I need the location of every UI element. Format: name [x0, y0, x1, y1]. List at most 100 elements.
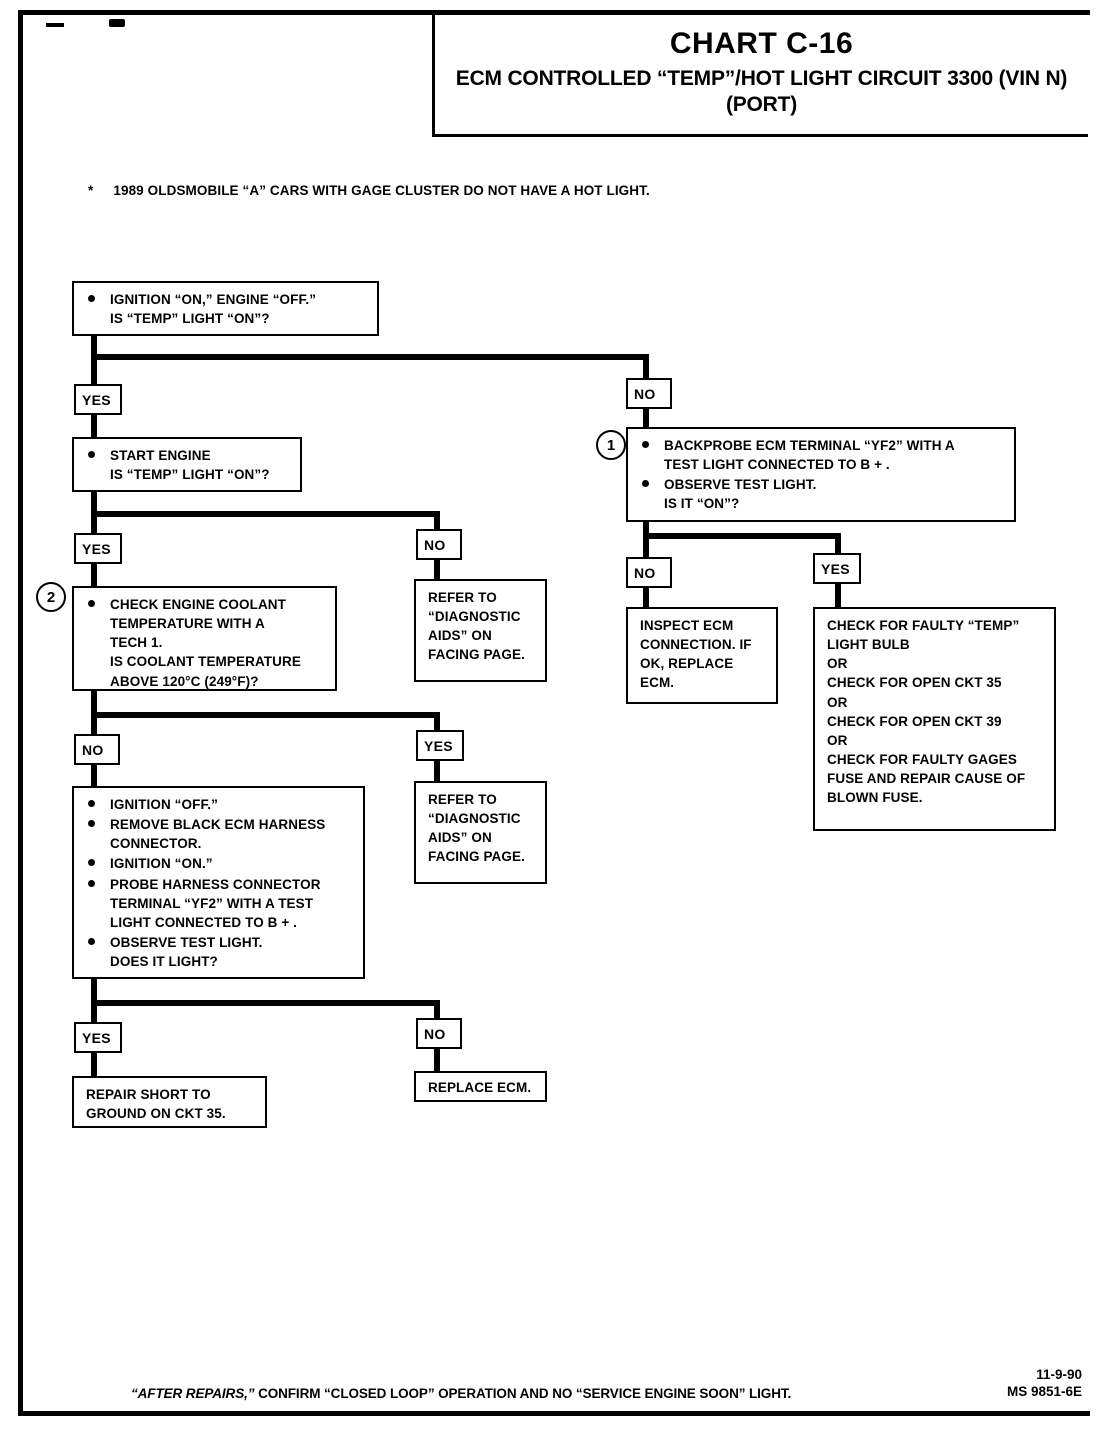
box-line: TEMPERATURE WITH A — [110, 616, 265, 632]
footnote-text: 1989 OLDSMOBILE “A” CARS WITH GAGE CLUST… — [113, 183, 650, 198]
branch-label-no: NO — [626, 557, 672, 588]
box-line: CONNECTION. IF — [640, 637, 752, 653]
box-remove-harness-probe-sequence: IGNITION “OFF.” REMOVE BLACK ECM HARNESS… — [72, 786, 365, 979]
box-line: IGNITION “ON.” — [110, 856, 213, 872]
box-line: CHECK FOR OPEN CKT 35 — [827, 675, 1002, 691]
reference-circle-1: 1 — [596, 430, 626, 460]
box-line: GROUND ON CKT 35. — [86, 1106, 226, 1122]
connector-v — [643, 408, 649, 430]
box-bullet: START ENGINE IS “TEMP” LIGHT “ON”? — [84, 446, 292, 484]
title-block: CHART C-16 ECM CONTROLLED “TEMP”/HOT LIG… — [432, 12, 1088, 137]
footer-note-prefix: “AFTER REPAIRS,” — [131, 1386, 255, 1401]
box-line: OR — [827, 656, 848, 672]
footer-after-repairs-note: “AFTER REPAIRS,” CONFIRM “CLOSED LOOP” O… — [131, 1386, 791, 1401]
box-line: OBSERVE TEST LIGHT. — [664, 477, 817, 493]
scan-artifact-dash — [46, 23, 64, 27]
connector-h — [643, 533, 841, 539]
connector-v — [91, 336, 97, 360]
box-line: IS “TEMP” LIGHT “ON”? — [110, 467, 270, 483]
box-line: ECM. — [640, 675, 675, 691]
reference-circle-2: 2 — [36, 582, 66, 612]
branch-label-text: NO — [424, 1025, 446, 1042]
footer-note-rest: CONFIRM “CLOSED LOOP” OPERATION AND NO “… — [254, 1386, 792, 1401]
connector-v — [434, 760, 440, 782]
chart-title-line-2: 3300 (VIN N) (PORT) — [725, 66, 1068, 116]
box-line: DOES IT LIGHT? — [110, 954, 218, 970]
box-line: IS IT “ON”? — [664, 496, 740, 512]
box-line: IS “TEMP” LIGHT “ON”? — [110, 311, 270, 327]
footnote: * 1989 OLDSMOBILE “A” CARS WITH GAGE CLUS… — [88, 183, 650, 198]
connector-h — [91, 712, 440, 718]
branch-label-text: NO — [634, 564, 656, 581]
box-line: CHECK FOR OPEN CKT 39 — [827, 713, 1002, 729]
box-line: TEST LIGHT CONNECTED TO B + . — [664, 457, 890, 473]
box-check-for-faulty-temp-light: CHECK FOR FAULTY “TEMP” LIGHT BULB OR CH… — [813, 607, 1056, 831]
bullet-icon — [88, 859, 95, 867]
branch-label-text: NO — [634, 385, 656, 402]
box-line: LIGHT BULB — [827, 637, 910, 653]
connector-v — [835, 533, 841, 558]
branch-label-no: NO — [416, 1018, 462, 1049]
branch-label-no: NO — [416, 529, 462, 560]
box-bullet: OBSERVE TEST LIGHT. IS IT “ON”? — [638, 475, 1006, 513]
box-bullet: REMOVE BLACK ECM HARNESS CONNECTOR. — [84, 815, 355, 853]
box-line: CHECK FOR FAULTY “TEMP” — [827, 618, 1020, 633]
box-ignition-on-engine-off: IGNITION “ON,” ENGINE “OFF.” IS “TEMP” L… — [72, 281, 379, 336]
box-line: IS COOLANT TEMPERATURE — [110, 654, 301, 670]
box-line: FUSE AND REPAIR CAUSE OF — [827, 771, 1026, 787]
bullet-icon — [642, 480, 649, 488]
box-repair-short-to-ground: REPAIR SHORT TO GROUND ON CKT 35. — [72, 1076, 267, 1128]
box-bullet: IGNITION “ON,” ENGINE “OFF.” IS “TEMP” L… — [84, 290, 369, 328]
branch-label-yes: YES — [416, 730, 464, 761]
connector-v — [643, 533, 649, 558]
branch-label-no: NO — [74, 734, 120, 765]
box-line: ABOVE 120°C (249°F)? — [110, 673, 259, 689]
connector-v — [91, 1000, 97, 1025]
box-start-engine: START ENGINE IS “TEMP” LIGHT “ON”? — [72, 437, 302, 492]
box-inspect-ecm-connection: INSPECT ECM CONNECTION. IF OK, REPLACE E… — [626, 607, 778, 704]
box-line: PROBE HARNESS CONNECTOR — [110, 876, 321, 892]
connector-v — [434, 712, 440, 737]
bullet-icon — [88, 879, 95, 887]
box-line: REFER TO — [428, 792, 497, 807]
box-line: TECH 1. — [110, 635, 163, 651]
branch-label-text: YES — [82, 391, 111, 408]
box-check-engine-coolant-temperature: CHECK ENGINE COOLANT TEMPERATURE WITH A … — [72, 586, 337, 691]
footnote-marker: * — [88, 183, 94, 198]
connector-v — [643, 521, 649, 539]
box-line: IGNITION “ON,” ENGINE “OFF.” — [110, 292, 317, 307]
box-line: CONNECTOR. — [110, 836, 202, 852]
connector-h — [91, 354, 649, 360]
reference-number: 2 — [46, 588, 56, 606]
box-line: AIDS” ON — [428, 628, 492, 644]
branch-label-text: YES — [82, 540, 111, 557]
box-line: AIDS” ON — [428, 830, 492, 846]
branch-label-text: YES — [821, 560, 850, 577]
branch-label-no: NO — [626, 378, 672, 409]
connector-v — [643, 354, 649, 380]
bullet-icon — [642, 441, 649, 448]
box-line: REPLACE ECM. — [428, 1080, 532, 1095]
box-line: IGNITION “OFF.” — [110, 797, 218, 812]
box-bullet: CHECK ENGINE COOLANT TEMPERATURE WITH A … — [84, 595, 327, 691]
connector-h — [91, 1000, 440, 1006]
connector-v — [91, 764, 97, 788]
connector-v — [91, 511, 97, 536]
connector-v — [91, 563, 97, 589]
connector-v — [434, 559, 440, 581]
connector-v — [91, 691, 97, 715]
chart-title-line-1: ECM CONTROLLED “TEMP”/HOT LIGHT CIRCUIT — [455, 66, 942, 90]
box-line: OBSERVE TEST LIGHT. — [110, 935, 263, 951]
connector-h — [91, 511, 440, 517]
box-line: REMOVE BLACK ECM HARNESS — [110, 817, 326, 833]
footer-document-info: 11-9-90 MS 9851-6E — [1007, 1366, 1082, 1401]
connector-v — [91, 354, 97, 384]
bullet-icon — [88, 295, 95, 302]
bullet-icon — [88, 451, 95, 458]
footer-date: 11-9-90 — [1036, 1367, 1082, 1382]
box-line: BACKPROBE ECM TERMINAL “YF2” WITH A — [664, 438, 955, 453]
box-line: OR — [827, 694, 848, 710]
connector-v — [434, 1000, 440, 1025]
box-line: OR — [827, 732, 848, 748]
